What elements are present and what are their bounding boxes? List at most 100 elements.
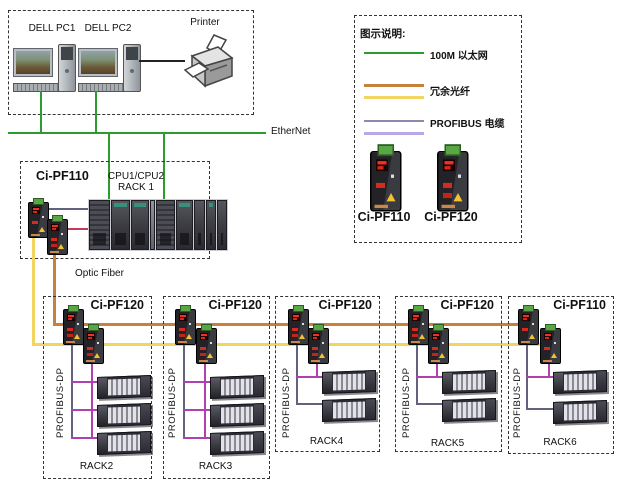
rack6-label: RACK6 [543,437,577,448]
rack3-ci-pf120-device-icon-2 [196,324,217,364]
rack2-branch-line-2 [71,409,98,411]
rack5-io-module-icon-2 [442,398,496,422]
rack2-branch-line-1 [71,381,98,383]
rack6-profibus-line-a [526,341,528,410]
rack5-ci-pf120-device-icon-2 [428,324,449,364]
rack4-group-box [275,296,380,452]
rack3-branch-line-2 [183,409,211,411]
rack5-device-title: Ci-PF120 [440,298,495,312]
rack2-branch-line-3 [71,437,98,439]
rack5-profibus-line-a [416,341,418,405]
rack3-profibus-dp-label: PROFIBUS-DP [167,367,178,438]
rack2-io-module-icon-2 [97,403,151,427]
pc2-monitor-icon [78,48,118,77]
rack1-red-link-line [66,228,88,230]
rack1-profibus-link-line [47,208,88,210]
rack6-device-title: Ci-PF110 [553,298,606,312]
rack1-ci-pf110-device-icon-1 [28,198,49,238]
legend-title: 图示说明: [360,28,406,40]
rack4-io-module-icon-2 [322,398,376,422]
pc1-ethernet-drop-line [40,91,42,133]
legend-ci-pf110-label: Ci-PF110 [357,210,411,224]
legend-ci-pf120-device-icon [437,144,469,212]
rack4-label: RACK4 [309,436,344,447]
rack4-profibus-dp-label: PROFIBUS-DP [281,367,292,438]
pc2-label: DELL PC2 [84,23,132,34]
pc1-icon [13,44,76,92]
pc1-tower-icon [58,44,76,92]
rack3-io-module-icon-3 [210,431,264,455]
rack4-device-title: Ci-PF120 [318,298,373,312]
rack5-label: RACK5 [430,438,465,449]
rack3-profibus-line-a [183,341,185,439]
rack2-label: RACK2 [79,461,114,472]
rack6-branch-line-1 [526,376,554,378]
rack6-group-box [508,296,614,454]
rack5-group-box [395,296,502,452]
legend-profibus-slate-swatch [364,120,424,122]
rack4-profibus-line-a [296,341,298,405]
rack4-branch-line-2 [296,403,322,405]
rack5-branch-line-2 [416,403,442,405]
rack4-profibus-line-b [316,361,318,378]
rack2-io-module-icon-1 [97,375,151,399]
ethernet-rack1-line-b [163,134,165,202]
pc2-ethernet-drop-line [95,91,97,133]
rack2-ci-pf120-device-icon-1 [63,305,84,345]
pc2-keyboard-icon [78,83,126,92]
pc1-label: DELL PC1 [28,23,76,34]
legend-fiber-orange-swatch [364,84,424,87]
rack2-profibus-line-b [91,361,93,439]
rack3-branch-line-3 [183,437,211,439]
rack5-profibus-dp-label: PROFIBUS-DP [401,367,412,438]
rack4-branch-line-1 [296,376,322,378]
printer-icon [184,34,234,88]
legend-box [354,15,522,243]
rack4-io-module-icon-1 [322,370,376,394]
ethernet-bus-line [8,132,266,134]
rack1-plc-icon [88,199,228,251]
rack5-ci-pf120-device-icon-1 [408,305,429,345]
rack5-profibus-line-b [436,361,438,378]
rack4-ci-pf120-device-icon-1 [288,305,309,345]
rack5-branch-line-1 [416,376,442,378]
rack5-io-module-icon-1 [442,370,496,394]
rack3-group-box [163,296,270,479]
rack2-group-box [43,296,152,479]
rack4-ci-pf120-device-icon-2 [308,324,329,364]
rack1-cpu-label: CPU1/CPU2 [107,171,165,182]
rack6-ci-pf110-device-icon-2 [540,324,561,364]
rack3-profibus-line-b [204,361,206,439]
fiber-orange-vertical-line [53,254,56,326]
pc1-monitor-icon [13,48,53,77]
rack2-ci-pf120-device-icon-2 [83,324,104,364]
rack3-label: RACK3 [198,461,233,472]
rack3-device-title: Ci-PF120 [208,298,263,312]
rack2-io-module-icon-3 [97,431,151,455]
legend-profibus-lavender-swatch [364,132,424,135]
rack6-profibus-line-b [548,361,550,378]
legend-fiber-yellow-swatch [364,96,424,99]
rack2-profibus-line-a [71,341,73,439]
fiber-yellow-vertical-line [32,237,35,346]
rack6-io-module-icon-1 [553,370,607,394]
ethernet-rack1-line-a [108,134,110,202]
rack6-profibus-dp-label: PROFIBUS-DP [512,367,523,438]
rack6-branch-line-2 [526,408,554,410]
rack1-label: RACK 1 [117,182,155,193]
pc1-keyboard-icon [13,83,61,92]
legend-ci-pf120-label: Ci-PF120 [424,210,478,224]
ethernet-label: EtherNet [271,126,311,137]
legend-ethernet-label: 100M 以太网 [430,51,488,62]
rack2-profibus-dp-label: PROFIBUS-DP [55,367,66,438]
legend-fiber-label: 冗余光纤 [430,87,470,98]
legend-ci-pf110-device-icon [370,144,402,212]
rack6-io-module-icon-2 [553,400,607,424]
rack1-ci-pf110-device-icon-2 [47,215,68,255]
pc2-tower-icon [123,44,141,92]
printer-label: Printer [190,17,220,28]
rack6-ci-pf110-device-icon-1 [518,305,539,345]
optic-fiber-label: Optic Fiber [75,268,124,279]
legend-profibus-label: PROFIBUS 电缆 [430,119,505,130]
